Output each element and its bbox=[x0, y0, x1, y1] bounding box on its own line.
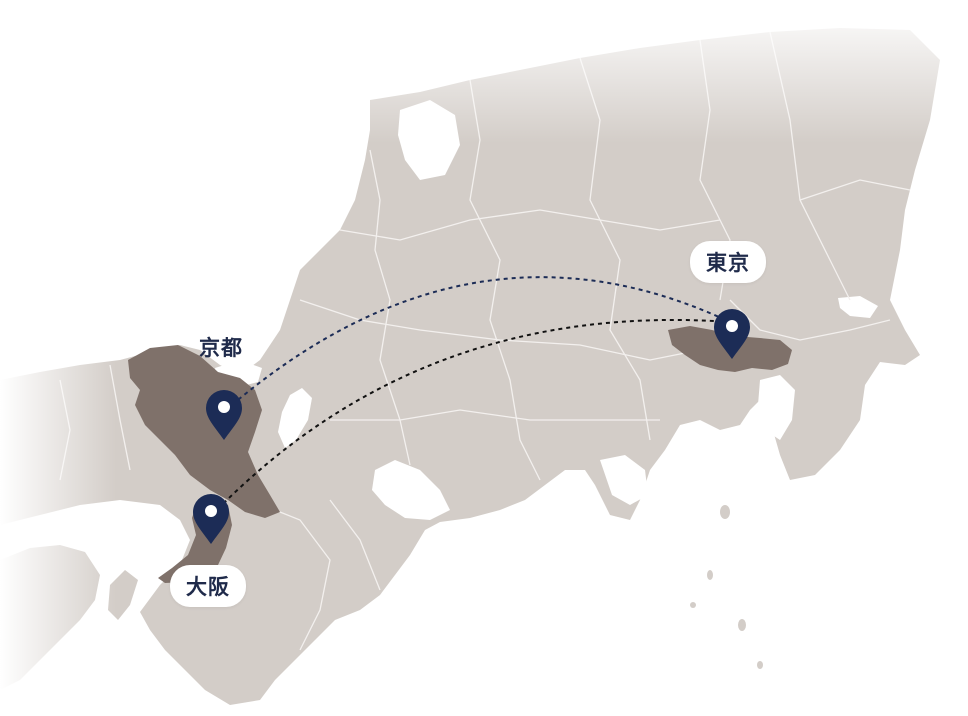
route-osaka-tokyo bbox=[211, 318, 731, 516]
map-pin-icon[interactable] bbox=[714, 309, 750, 359]
map-pin-icon[interactable] bbox=[206, 390, 242, 440]
city-label-osaka: 大阪 bbox=[170, 565, 246, 607]
map-pin-icon[interactable] bbox=[193, 494, 229, 544]
city-label-tokyo: 東京 bbox=[690, 241, 766, 283]
route-kyoto-tokyo bbox=[225, 276, 731, 411]
city-label-kyoto: 京都 bbox=[199, 336, 243, 360]
